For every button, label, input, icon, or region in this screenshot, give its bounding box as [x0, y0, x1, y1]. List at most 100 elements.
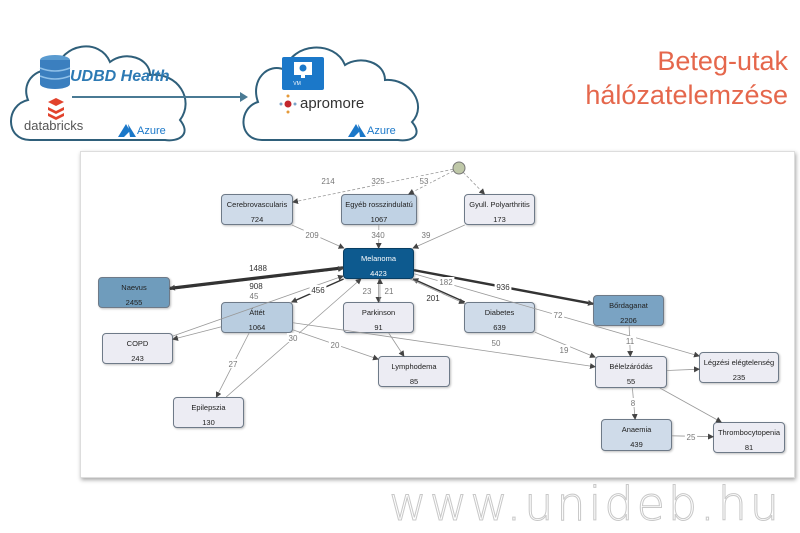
- node-label: Légzési elégtelenség: [703, 358, 775, 367]
- title-line-1: Beteg-utak: [657, 46, 788, 76]
- node-count: 85: [409, 377, 419, 386]
- edge-label: 8: [631, 399, 636, 408]
- edge-diabetes-belelzarodas[interactable]: [534, 331, 596, 358]
- edge-label: 11: [626, 337, 635, 346]
- node-label: COPD: [126, 339, 149, 348]
- edge-label-background: [684, 432, 698, 441]
- node-melanoma[interactable]: Melanoma 4423: [343, 248, 414, 279]
- database-icon: [39, 55, 71, 89]
- edge-belelzarodas-anaemia[interactable]: [631, 387, 638, 420]
- edge-naevus-melanoma[interactable]: [169, 266, 344, 290]
- node-count: 1067: [370, 215, 388, 224]
- edge-label: 21: [385, 287, 394, 296]
- edge-label-background: [424, 293, 442, 302]
- edge-belelzarodas-thrombo[interactable]: [659, 387, 722, 423]
- node-lymphodema[interactable]: Lymphodema 85: [378, 356, 450, 387]
- edge-attet-copd[interactable]: [172, 326, 222, 341]
- edge-label: 25: [687, 433, 696, 442]
- edge-label: 20: [331, 341, 340, 350]
- node-gyull[interactable]: Gyull. Polyarthritis 173: [464, 194, 535, 225]
- edge-start-egyeb[interactable]: [407, 170, 454, 195]
- source-azure-label: Azure: [137, 125, 166, 137]
- node-label: Melanoma: [360, 254, 397, 263]
- node-naevus[interactable]: Naevus 2455: [98, 277, 170, 308]
- node-cerebro[interactable]: Cerebrovascularis 724: [221, 194, 293, 225]
- node-label: Anaemia: [621, 425, 652, 434]
- edge-label: 201: [426, 294, 440, 303]
- edge-label-background: [309, 285, 327, 294]
- target-azure-label: Azure: [367, 125, 396, 137]
- edge-label-background: [369, 230, 387, 239]
- azure-logo-icon: [348, 124, 366, 137]
- node-bordaganat[interactable]: Bőrdaganat 2206: [593, 295, 664, 326]
- edge-label: 72: [554, 311, 563, 320]
- edge-label: 23: [363, 287, 372, 296]
- node-label: Naevus: [121, 283, 147, 292]
- node-count: 243: [131, 354, 144, 363]
- node-label: Lymphodema: [391, 362, 437, 371]
- edge-attet-lymphodema[interactable]: [292, 329, 379, 361]
- node-count: 173: [493, 215, 506, 224]
- node-copd[interactable]: COPD 243: [102, 333, 173, 364]
- edge-start-gyull[interactable]: [462, 172, 486, 195]
- edge-melanoma-naevus[interactable]: [169, 266, 344, 291]
- node-epilepszia[interactable]: Epilepszia 130: [173, 397, 244, 428]
- edge-melanoma-bordaganat[interactable]: [413, 268, 594, 306]
- edge-label-background: [629, 398, 637, 407]
- source-cloud-outline: [10, 45, 187, 142]
- vm-label: VM: [293, 81, 301, 87]
- edge-label: 50: [492, 339, 501, 348]
- node-count: 130: [202, 418, 215, 427]
- edge-label-background: [623, 336, 637, 345]
- watermark: www.unideb.hu: [389, 477, 782, 532]
- monitor-icon: [282, 57, 324, 90]
- target-cloud-outline: [242, 46, 419, 142]
- edge-melanoma-attet[interactable]: [290, 278, 344, 303]
- edge-anaemia-thrombo[interactable]: [671, 433, 714, 440]
- edge-label-background: [328, 340, 342, 349]
- title-line-2: hálózatelemzése: [585, 80, 788, 110]
- edge-label-background: [360, 286, 374, 295]
- edge-parkinson-lymphodema[interactable]: [388, 332, 405, 357]
- edge-attet-epilepszia[interactable]: [215, 332, 250, 398]
- node-count: 2206: [620, 316, 637, 325]
- edge-label-background: [494, 282, 512, 291]
- edge-diabetes-melanoma[interactable]: [412, 278, 466, 303]
- edge-cerebro-melanoma[interactable]: [291, 224, 345, 249]
- edge-label-background: [557, 345, 571, 354]
- edge-label-background: [286, 333, 300, 342]
- node-count: 724: [250, 215, 264, 224]
- node-label: Bélelzáródás: [609, 362, 653, 371]
- edge-belelzarodas-legzesi[interactable]: [666, 366, 700, 373]
- edge-gyull-melanoma[interactable]: [412, 224, 465, 249]
- node-label: Áttét: [249, 308, 265, 317]
- node-label: Diabetes: [484, 308, 515, 317]
- edge-label-background: [417, 176, 431, 185]
- node-count: 639: [493, 323, 506, 332]
- edge-melanoma-diabetes[interactable]: [409, 278, 465, 304]
- node-label: Bőrdaganat: [609, 301, 648, 310]
- start-node[interactable]: [452, 161, 466, 175]
- edge-label: 182: [439, 278, 453, 287]
- node-count: 2455: [125, 298, 143, 307]
- apromore-label: apromore: [300, 95, 365, 112]
- edge-label-background: [226, 359, 240, 368]
- udbd-health-label: UDBD Health: [70, 68, 170, 85]
- node-label: Parkinson: [361, 308, 396, 317]
- node-label: Gyull. Polyarthritis: [469, 200, 530, 209]
- node-label: Cerebrovascularis: [226, 200, 288, 209]
- edge-bordaganat-belelzarodas[interactable]: [627, 325, 634, 357]
- node-diabetes[interactable]: Diabetes 639: [464, 302, 535, 333]
- edge-epilepszia-melanoma[interactable]: [225, 278, 362, 398]
- node-count: 4423: [370, 269, 387, 278]
- node-label: Epilepszia: [191, 403, 226, 412]
